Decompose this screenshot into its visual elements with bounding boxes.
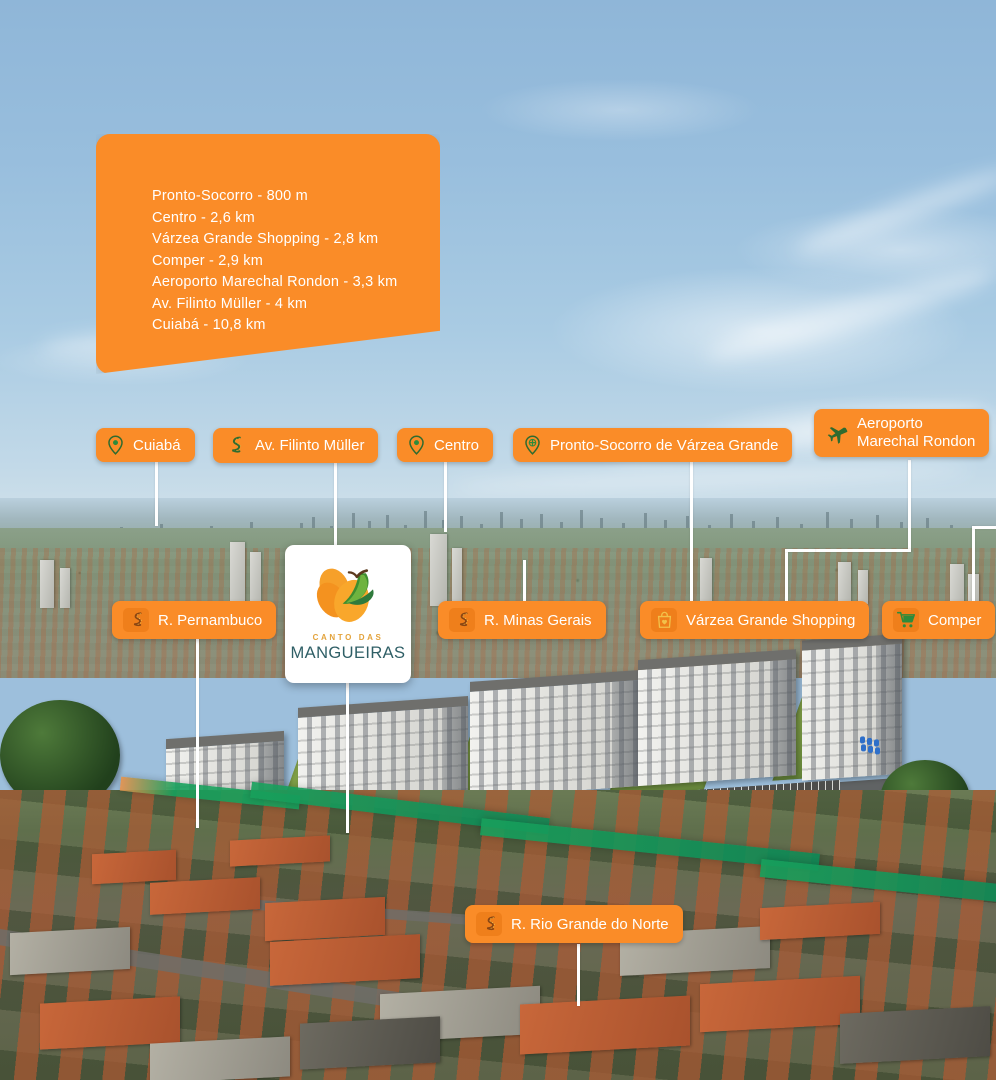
distance-item: Comper - 2,9 km xyxy=(152,252,263,269)
city-tower xyxy=(452,548,462,606)
city-tower xyxy=(950,564,964,608)
connector-line-filinto-muller xyxy=(334,460,337,546)
mango-fruit-icon xyxy=(316,568,374,622)
connector-line-logo-card xyxy=(346,683,349,833)
pill-label-group: Aeroporto Marechal Rondon xyxy=(857,415,975,451)
pill-varzea-grande-shopping[interactable]: Várzea Grande Shopping xyxy=(640,601,870,639)
distance-item: Pronto-Socorro - 800 m xyxy=(152,188,308,204)
city-tower xyxy=(430,534,447,606)
winding-road-icon xyxy=(123,608,149,632)
pill-centro[interactable]: Centro xyxy=(397,428,494,462)
pill-label: Av. Filinto Müller xyxy=(255,437,365,454)
distance-item: Av. Filinto Müller - 4 km xyxy=(152,295,308,312)
connector-line-shopping-elbow-h xyxy=(785,549,815,552)
map-pin-icon xyxy=(108,435,123,455)
house-roof xyxy=(265,896,385,942)
pill-r-pernambuco[interactable]: R. Pernambuco xyxy=(112,601,277,639)
distance-item: Cuiabá - 10,8 km xyxy=(152,317,266,333)
water-tank xyxy=(860,736,865,744)
pill-label: R. Rio Grande do Norte xyxy=(511,915,669,933)
winding-road-icon xyxy=(449,608,475,632)
pill-aeroporto-marechal-rondon[interactable]: Aeroporto Marechal Rondon xyxy=(814,409,990,457)
water-tank xyxy=(874,739,879,747)
winding-road-icon xyxy=(476,912,502,936)
water-tank xyxy=(875,747,880,755)
airplane-icon xyxy=(827,427,848,444)
pill-label: Cuiabá xyxy=(133,436,181,454)
distances-info-box: Pronto-Socorro - 800 m Centro - 2,6 km V… xyxy=(96,134,440,374)
city-tower xyxy=(40,560,54,608)
apartment-building xyxy=(802,633,902,781)
pill-label: Pronto-Socorro de Várzea Grande xyxy=(550,436,779,454)
connector-line-aeroporto-horizontal xyxy=(813,549,911,552)
house-roof xyxy=(150,1036,290,1080)
house-roof xyxy=(92,849,176,885)
pill-label: Centro xyxy=(434,436,480,454)
connector-line-comper-elbow xyxy=(972,526,996,529)
pill-label: R. Minas Gerais xyxy=(484,611,592,629)
map-pin-icon xyxy=(409,435,424,455)
house-roof xyxy=(760,901,880,941)
pill-label-line2: Marechal Rondon xyxy=(857,433,976,450)
pill-label-line1: Aeroporto xyxy=(857,415,923,432)
pill-r-minas-gerais[interactable]: R. Minas Gerais xyxy=(438,601,606,639)
distance-item: Centro - 2,6 km xyxy=(152,209,255,226)
house-roof xyxy=(270,934,420,986)
pill-comper[interactable]: Comper xyxy=(882,601,996,639)
connector-line-pernambuco xyxy=(196,628,199,828)
water-tank xyxy=(861,744,866,752)
apartment-building xyxy=(470,670,638,798)
logo-tagline: CANTO DAS xyxy=(312,633,384,642)
house-roof xyxy=(150,877,260,915)
winding-road-icon xyxy=(231,436,242,453)
house-roof xyxy=(700,975,860,1033)
pill-label: R. Pernambuco xyxy=(158,611,263,629)
city-tower xyxy=(60,568,70,608)
city-tower xyxy=(700,558,712,602)
connector-line-pronto-socorro xyxy=(690,460,693,605)
connector-line-cuiaba xyxy=(155,460,158,526)
house-roof xyxy=(10,926,130,976)
pill-label: Várzea Grande Shopping xyxy=(686,611,856,629)
city-tower xyxy=(250,552,261,608)
city-tower xyxy=(858,570,868,604)
logo-name: MANGUEIRAS xyxy=(290,644,406,662)
water-tank xyxy=(867,737,872,746)
house-roof xyxy=(840,1006,990,1064)
shopping-cart-icon xyxy=(893,608,919,632)
house-roof xyxy=(300,1016,440,1070)
distance-item: Várzea Grande Shopping - 2,8 km xyxy=(152,231,379,247)
shopping-bag-icon xyxy=(651,608,677,632)
pill-cuiaba[interactable]: Cuiabá xyxy=(96,428,195,462)
connector-line-rio-grande-do-norte xyxy=(577,944,580,1006)
house-roof xyxy=(230,835,330,867)
distances-list: Pronto-Socorro - 800 m Centro - 2,6 km V… xyxy=(152,186,430,337)
connector-line-aeroporto-vertical xyxy=(908,460,911,552)
pill-label: Comper xyxy=(928,611,982,629)
connector-line-minas-gerais xyxy=(523,560,526,612)
connector-line-comper xyxy=(972,526,975,604)
connector-line-shopping-vertical xyxy=(785,552,788,602)
pill-av-filinto-muller[interactable]: Av. Filinto Müller xyxy=(213,428,379,463)
distance-item: Aeroporto Marechal Rondon - 3,3 km xyxy=(152,274,398,290)
pill-r-rio-grande-do-norte[interactable]: R. Rio Grande do Norte xyxy=(465,905,683,943)
city-tower xyxy=(230,542,245,608)
pill-pronto-socorro[interactable]: Pronto-Socorro de Várzea Grande xyxy=(513,428,793,462)
hospital-pin-icon xyxy=(525,435,540,455)
house-roof xyxy=(40,996,180,1050)
city-tower xyxy=(838,562,851,604)
connector-line-centro xyxy=(444,460,447,532)
project-logo-card[interactable]: CANTO DAS MANGUEIRAS xyxy=(285,545,411,683)
house-roof xyxy=(520,995,690,1055)
water-tank xyxy=(868,745,873,754)
apartment-building xyxy=(638,649,796,787)
